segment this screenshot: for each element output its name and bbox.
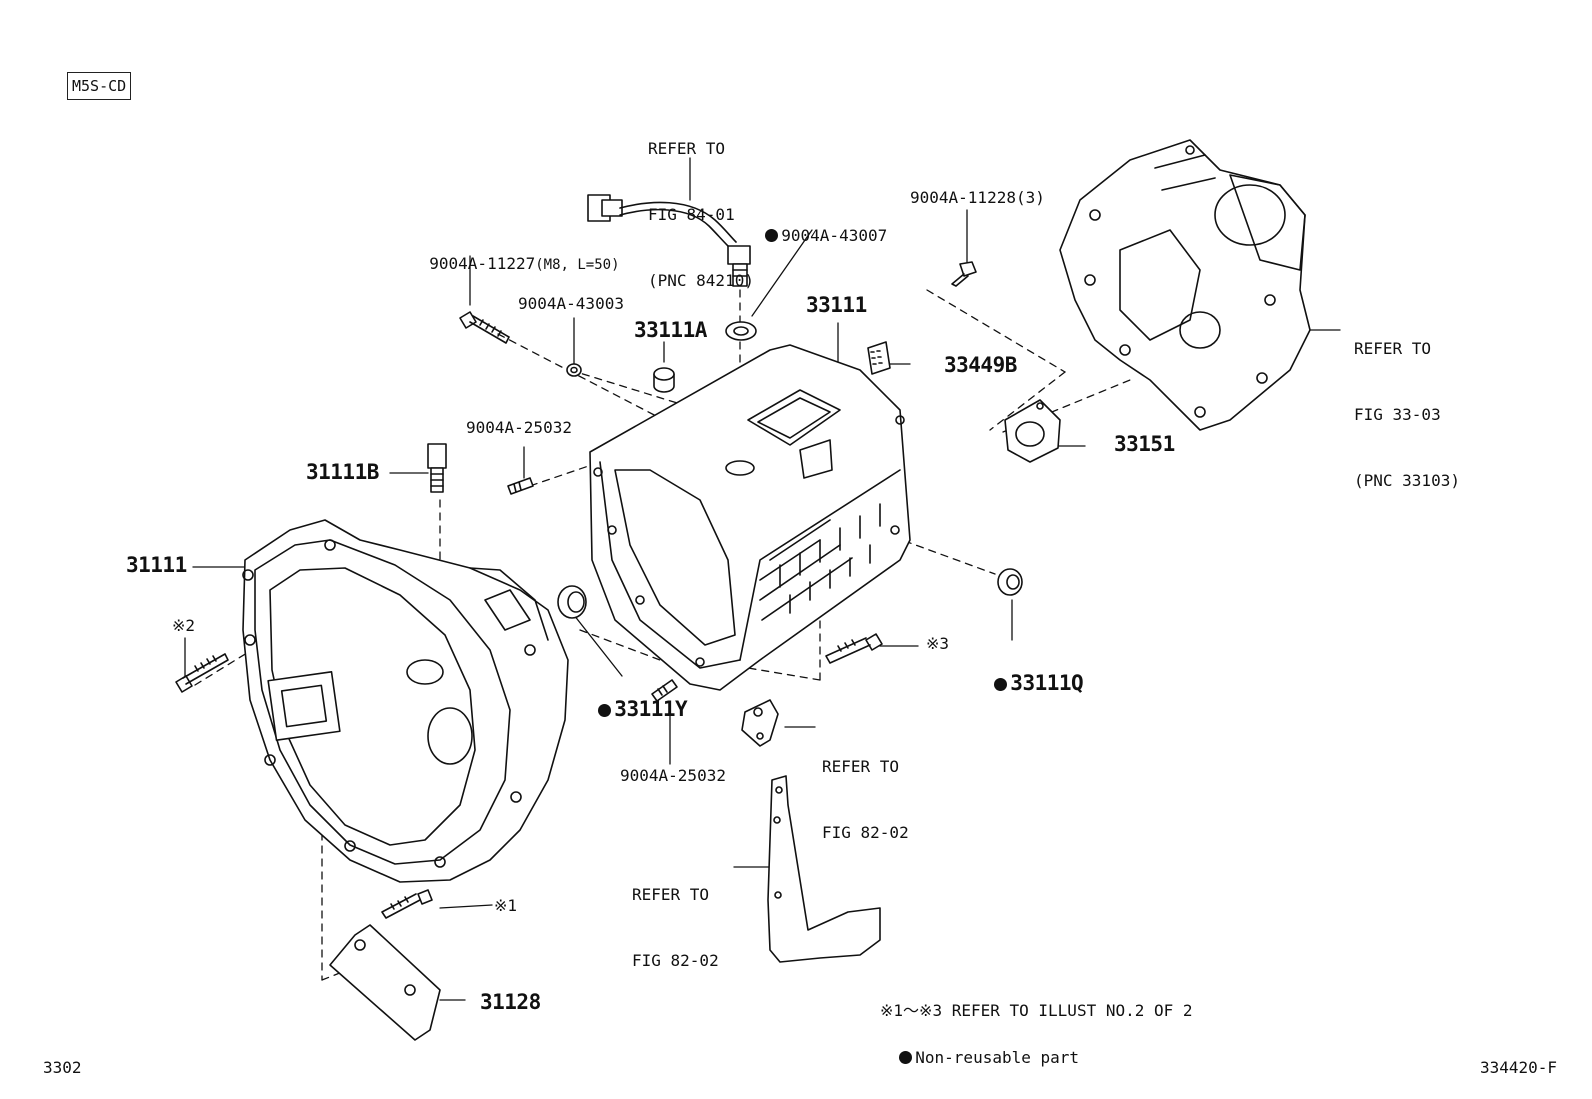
oil-seal-33111Q [997, 568, 1023, 596]
seal-33111Y-number: 33111Y [614, 697, 688, 721]
refer-fig82b-line2: FIG 82-02 [632, 951, 719, 970]
label-33111Q: 33111Q [970, 652, 1084, 695]
label-31111: 31111 [126, 553, 187, 577]
refer-fig33-line3: (PNC 33103) [1354, 471, 1460, 490]
stiffener-plate [767, 775, 881, 963]
label-33151: 33151 [1114, 432, 1175, 456]
bolt-11227-spec: (M8, L=50) [535, 257, 620, 273]
label-33111: 33111 [806, 293, 867, 317]
label-33111A: 33111A [634, 318, 707, 342]
label-9004A-11227: 9004A-11227(M8, L=50) [410, 240, 620, 273]
non-reusable-dot-icon [994, 678, 1008, 691]
bearing-retainer-33151 [1004, 399, 1061, 463]
non-reusable-dot-icon [598, 704, 612, 717]
bolt-11228 [951, 261, 977, 287]
footnote-refer-illust: ※1～※3 REFER TO ILLUST NO.2 OF 2 [880, 1001, 1193, 1020]
gasket-ring [725, 321, 757, 341]
refer-fig82b: REFER TO FIG 82-02 [632, 840, 719, 994]
bolt-note2 [175, 653, 229, 693]
refer-fig33: REFER TO FIG 33-03 (PNC 33103) [1354, 294, 1460, 514]
refer-fig82a: REFER TO FIG 82-02 [822, 712, 909, 866]
switch-31111B [427, 443, 447, 493]
label-9004A-25032-top: 9004A-25032 [466, 418, 572, 437]
refer-fig84-line1: REFER TO [648, 139, 726, 158]
footnote-non-reusable: Non-reusable part [880, 1034, 1079, 1066]
label-note3: ※3 [926, 634, 950, 653]
label-33449B: 33449B [944, 353, 1017, 377]
label-9004A-11228: 9004A-11228(3) [910, 188, 1045, 207]
seal-33111Q-number: 33111Q [1010, 671, 1084, 695]
label-note1: ※1 [494, 896, 518, 915]
label-31111B: 31111B [306, 460, 379, 484]
page-number-right: 334420-F [1480, 1058, 1558, 1077]
bolt-11227-number: 9004A-11227 [429, 254, 536, 273]
transmission-case-33111 [589, 344, 911, 691]
extension-housing [1059, 139, 1311, 431]
label-9004A-43007: 9004A-43007 [746, 212, 887, 244]
model-code-badge: M5S-CD [67, 72, 132, 100]
refer-fig84: REFER TO FIG 84-01 (PNC 84210) [648, 94, 754, 314]
breather-33449B [867, 341, 891, 375]
oil-seal-33111Y [557, 585, 587, 619]
refer-fig84-line3: (PNC 84210) [648, 271, 754, 290]
non-reusable-dot-icon [899, 1051, 913, 1064]
cover-plate-31128 [329, 924, 441, 1041]
refer-fig82a-line1: REFER TO [822, 757, 900, 776]
label-9004A-43003: 9004A-43003 [518, 294, 624, 313]
label-31128: 31128 [480, 990, 541, 1014]
refer-fig33-line2: FIG 33-03 [1354, 405, 1441, 424]
refer-fig82a-line2: FIG 82-02 [822, 823, 909, 842]
non-reusable-dot-icon [765, 229, 779, 242]
refer-fig84-line2: FIG 84-01 [648, 205, 735, 224]
bolt-note3 [825, 633, 883, 664]
refer-fig33-line1: REFER TO [1354, 339, 1432, 358]
dowel-pin-top [507, 477, 534, 495]
speed-sensor-harness [587, 194, 751, 287]
label-33111Y: 33111Y [574, 678, 688, 721]
bolt-note1 [381, 889, 433, 919]
label-9004A-25032-bottom: 9004A-25032 [620, 766, 726, 785]
plug-33111A [653, 367, 675, 393]
clutch-housing-31111 [242, 519, 569, 883]
dowel-pin-bottom [651, 679, 678, 702]
bolt-11227 [459, 311, 510, 344]
refer-fig82b-line1: REFER TO [632, 885, 710, 904]
bracket-small [741, 699, 779, 747]
page-number-left: 3302 [43, 1058, 82, 1077]
non-reusable-text: Non-reusable part [915, 1048, 1080, 1067]
label-note2: ※2 [172, 616, 196, 635]
leader-lines [184, 157, 1341, 1001]
gasket-43007-number: 9004A-43007 [781, 226, 888, 245]
